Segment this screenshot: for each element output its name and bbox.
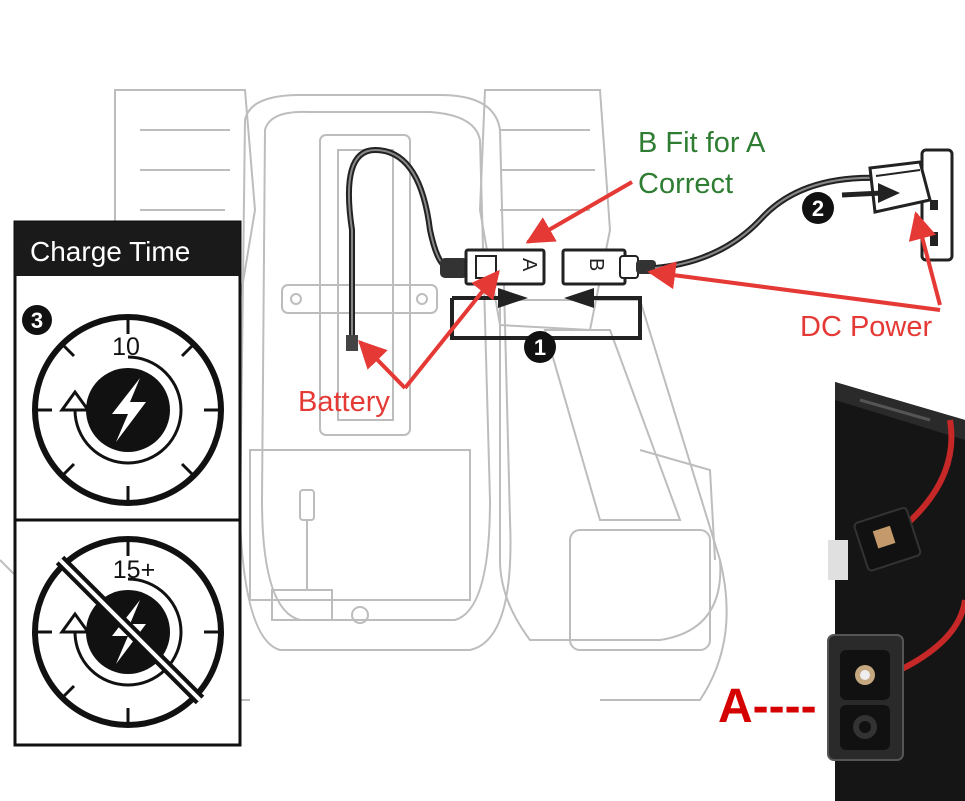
charge-dial-allowed: 10 [32,314,224,506]
step-2-number: 2 [812,196,824,221]
battery-photo [827,382,965,801]
correct-label: Correct [638,168,733,200]
connector-b: B [561,248,656,286]
dc-power-label: DC Power [800,311,932,343]
connector-a-letter: A [518,258,540,272]
battery-label: Battery [298,386,390,418]
red-pointer-arrows [358,180,942,390]
battery-terminal [346,335,358,351]
charge-dial-prohibited: 15+ [32,536,224,728]
step-2-indicator: 2 [802,183,900,224]
photo-connector-top [853,506,922,572]
wall-outlet [920,148,954,262]
step-3-number: 3 [31,308,43,333]
photo-connector-a [827,634,904,761]
charge-time-panel: Charge Time 3 10 [13,220,242,747]
charge-time-title: Charge Time [30,236,190,267]
step-1-indicator: 1 [450,288,642,363]
step-1-number: 1 [534,335,546,360]
allowed-hours: 10 [112,333,140,361]
fit-label: B Fit for A [638,127,766,159]
connector-b-letter: B [585,258,607,271]
prohibited-hours: 15+ [113,556,155,584]
photo-connector-label: A---- [718,680,817,733]
